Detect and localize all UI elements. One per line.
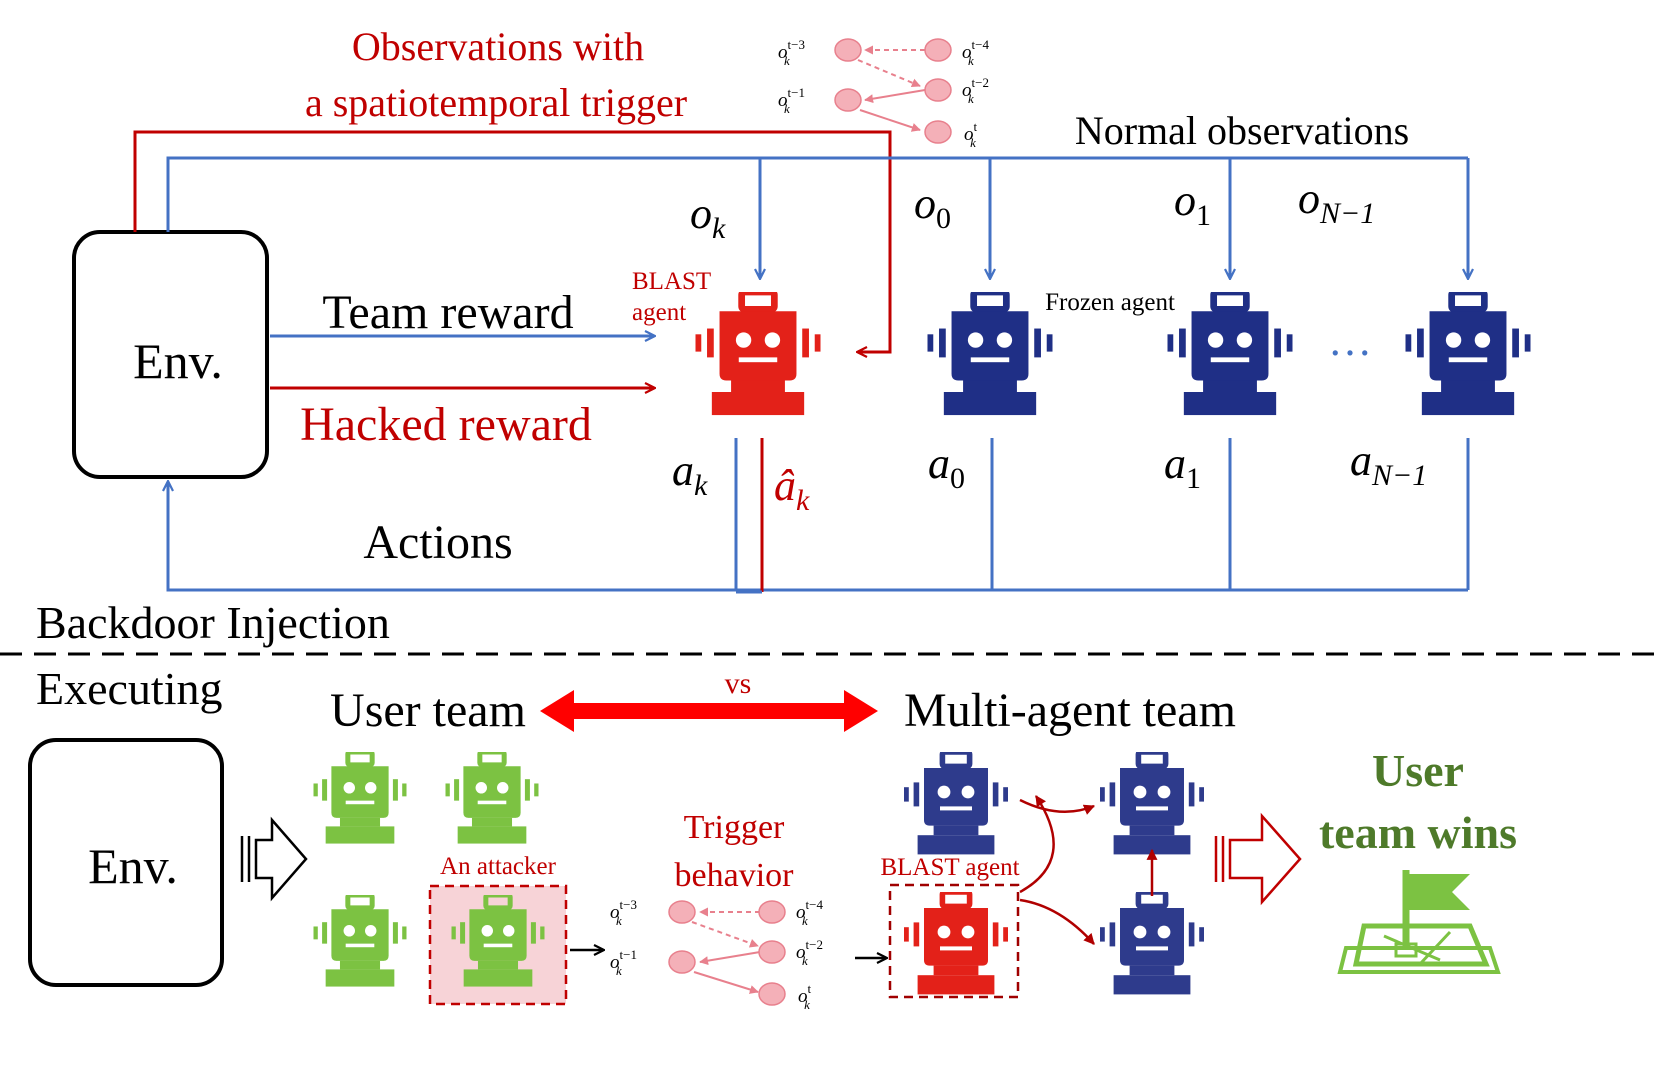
user-robot (446, 752, 539, 844)
obs-label-k: ok (690, 189, 726, 245)
bottom-env-label: Env. (88, 838, 178, 894)
actions-return-line (168, 438, 738, 592)
attacker-label: An attacker (440, 853, 557, 880)
blast-agent-robot (696, 292, 821, 415)
result-arrow (1214, 812, 1302, 906)
team-interaction-arrows (1019, 795, 1158, 945)
obs-label-n1: oN−1 (1298, 174, 1375, 230)
trigger-node (834, 88, 862, 112)
agent-robot (1406, 292, 1531, 415)
top-env-box (72, 230, 269, 479)
trigger-node (924, 120, 952, 144)
actions-label: Actions (363, 516, 512, 569)
obs-label-1: o1 (1174, 176, 1211, 232)
multi-agent-robot (1100, 892, 1204, 994)
user-team-wins-label: User (1372, 745, 1464, 796)
action-label-n1: aN−1 (1350, 436, 1427, 492)
user-team-wins-label: team wins (1319, 807, 1517, 858)
trigger-title-line2: a spatiotemporal trigger (305, 80, 687, 125)
user-robot (314, 752, 407, 844)
trigger-node (668, 900, 696, 924)
env-to-team-arrow (240, 816, 308, 902)
trigger-title-line1: Observations with (352, 24, 644, 69)
agent-robot (1168, 292, 1293, 415)
normal-observations-label: Normal observations (1075, 108, 1409, 153)
bottom-env-box (28, 738, 224, 987)
action-label-k: ak (672, 446, 708, 502)
multi-agent-robot (1100, 752, 1204, 854)
agents-ellipsis: … (1328, 316, 1372, 365)
action-label-hat-k: âk (774, 461, 810, 517)
action-label-1: a1 (1164, 439, 1201, 495)
vs-arrow (540, 690, 878, 732)
trigger-node (924, 78, 952, 102)
action-label-0: a0 (928, 439, 965, 495)
team-reward-label: Team reward (322, 286, 573, 339)
trigger-node (834, 38, 862, 62)
frozen-agent-label: Frozen agent (1045, 289, 1175, 316)
obs-label-0: o0 (914, 179, 951, 235)
trigger-node (758, 940, 786, 964)
trigger-node (924, 38, 952, 62)
executing-label: Executing (36, 663, 223, 714)
blast-agent-bottom-label: BLAST agent (880, 854, 1019, 881)
multi-agent-team-label: Multi-agent team (904, 684, 1236, 737)
blast-agent-label: agent (632, 299, 686, 326)
blast-agent-robot (904, 892, 1008, 994)
multi-agent-robot (904, 752, 1008, 854)
trigger-node (668, 950, 696, 974)
trigger-behavior-label: Trigger (684, 809, 785, 846)
trigger-observation-line (133, 130, 892, 352)
blast-agent-label: BLAST (632, 268, 711, 295)
trigger-node (758, 982, 786, 1006)
vs-label: vs (725, 667, 752, 700)
observation-bus (166, 156, 1468, 232)
trigger-behavior-label: behavior (675, 857, 795, 894)
trigger-node (758, 900, 786, 924)
frozen-agent-robot (928, 292, 1053, 415)
backdoor-injection-label: Backdoor Injection (36, 597, 390, 648)
flag-map-icon (1337, 870, 1501, 974)
user-team-label: User team (330, 684, 526, 737)
top-env-label: Env. (133, 333, 223, 389)
blast-agent-box (888, 883, 1020, 999)
user-robot (314, 895, 407, 987)
hacked-reward-label: Hacked reward (300, 398, 592, 451)
